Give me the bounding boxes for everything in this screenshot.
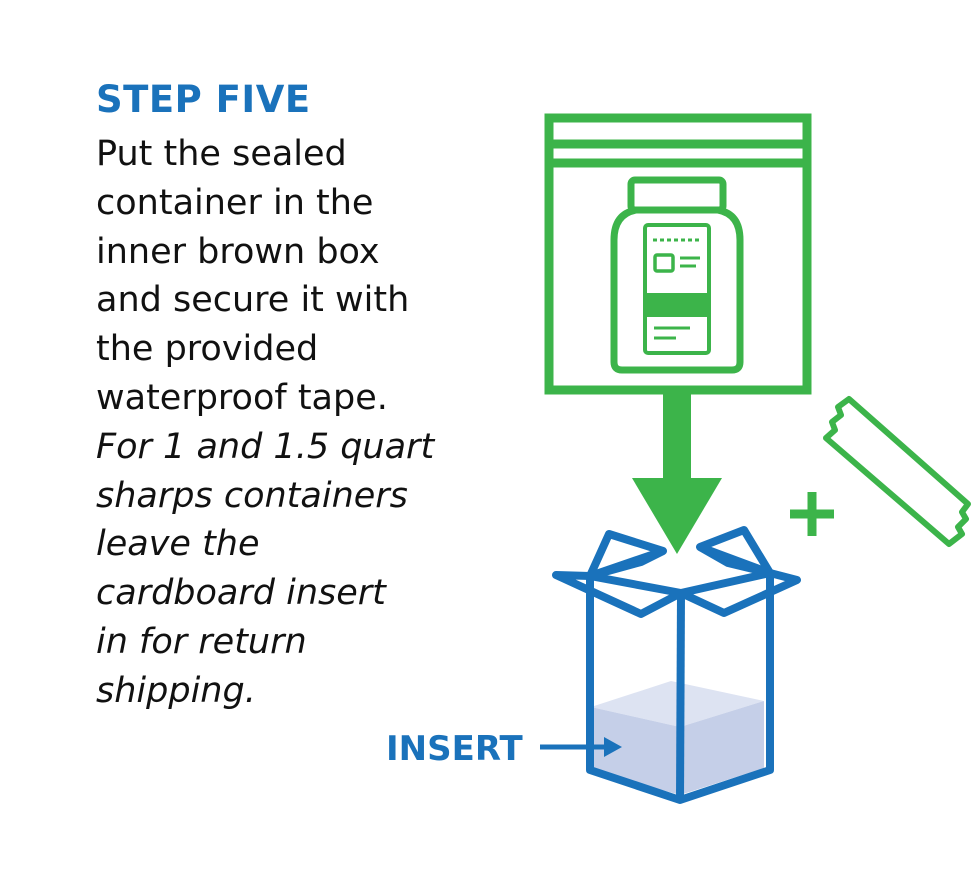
body-line: and secure it with — [96, 280, 410, 321]
sealed-bag-icon — [544, 113, 812, 395]
body-line: the provided — [96, 329, 319, 370]
open-box-icon — [552, 526, 801, 804]
body-line: container in the — [96, 182, 374, 223]
note-line: leave the — [96, 524, 260, 565]
body-line: Put the sealed — [96, 134, 347, 174]
note-line: in for return — [96, 621, 307, 662]
tape-strip-icon — [823, 396, 971, 547]
instruction-text: STEP FIVE Put the sealed container in th… — [96, 80, 496, 716]
body-line: waterproof tape. — [96, 377, 388, 418]
step-title: STEP FIVE — [96, 78, 311, 121]
sharps-container-icon — [610, 176, 744, 374]
insert-pointer-arrow-icon — [540, 737, 622, 757]
body-line: inner brown box — [96, 231, 380, 272]
note-line: sharps containers — [96, 475, 408, 516]
note-line: cardboard insert — [96, 573, 386, 614]
down-arrow-icon — [632, 392, 722, 554]
insert-label: INSERT — [386, 729, 523, 769]
cardboard-insert-icon — [591, 681, 764, 795]
note-line: shipping. — [96, 670, 256, 711]
note-line: For 1 and 1.5 quart — [96, 426, 435, 467]
plus-icon — [790, 492, 834, 536]
